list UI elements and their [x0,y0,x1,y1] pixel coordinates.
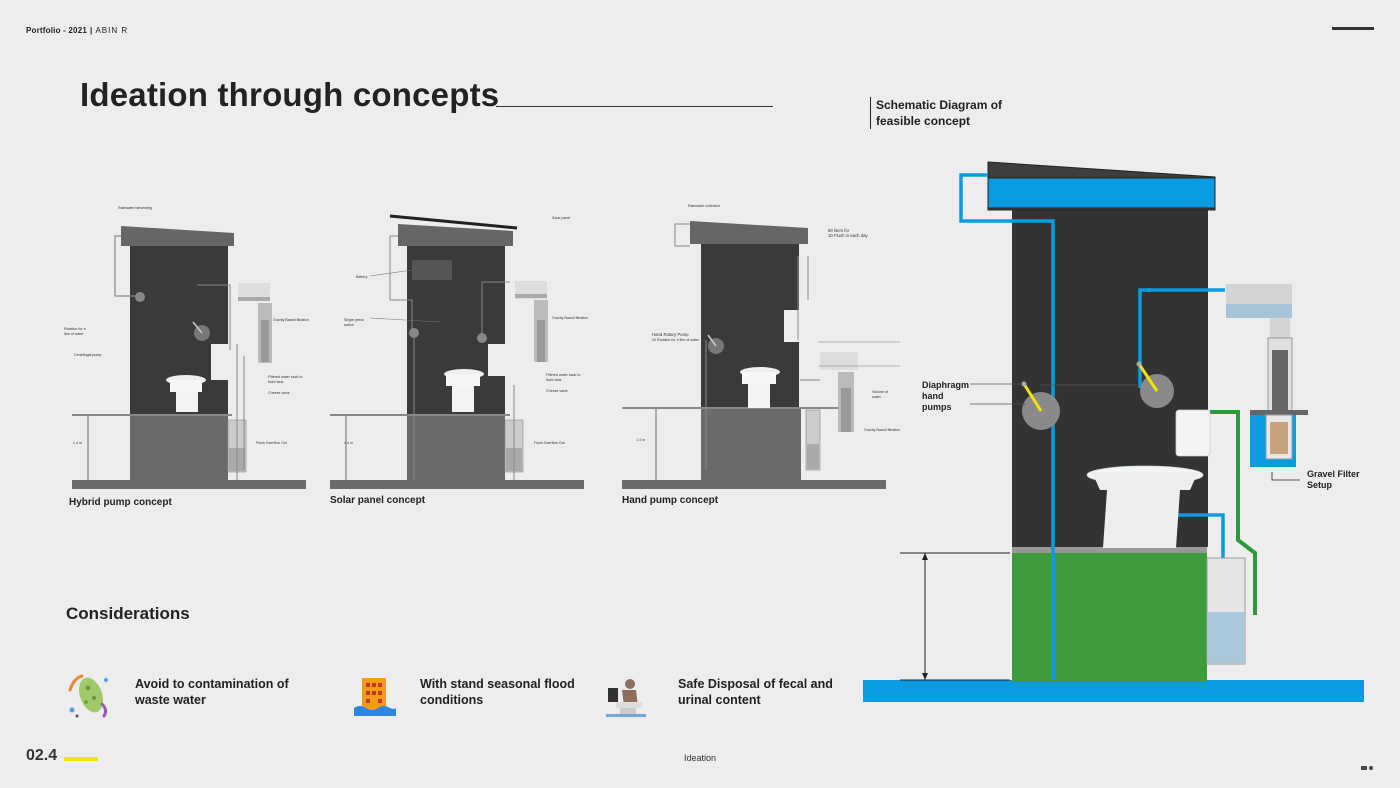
consideration-disposal: Safe Disposal of fecal and urinal conten… [678,677,833,707]
svg-text:Rotation for a: Rotation for a [64,327,86,331]
schematic-title-line2: feasible concept [876,114,971,128]
svg-text:water: water [872,395,882,399]
page-number: 02.4 [26,747,58,764]
svg-text:Flush Overflow Out: Flush Overflow Out [534,441,565,445]
ground-water-bar [863,680,1364,702]
flood-building-icon [354,678,396,716]
svg-text:60 liters for: 60 liters for [828,228,850,233]
hand-pump-concept-sketch: Rainwater collection 60 liters for 10 Fl… [622,204,900,489]
svg-text:Battery: Battery [356,275,368,279]
svg-text:Centrifugal pump: Centrifugal pump [74,353,101,357]
diaphragm-label-3: pumps [922,402,952,412]
menu-bar-icon[interactable] [1332,27,1374,30]
portfolio-header: Portfolio - 2021|ABIN R [26,26,128,35]
title-divider [496,106,773,107]
author-name: ABIN R [95,26,129,35]
svg-text:Cheese valve: Cheese valve [268,391,290,395]
svg-text:Gravity Based filtration: Gravity Based filtration [864,428,900,432]
svg-text:Cheese valve: Cheese valve [546,389,568,393]
gravel-filter-label-2: Setup [1307,480,1333,490]
page-indicator-bar [64,757,98,761]
concept-label-hybrid: Hybrid pump concept [69,497,172,508]
svg-text:switch: switch [344,323,354,327]
bacteria-icon [68,674,108,718]
svg-text:Filtered water back to: Filtered water back to [546,373,580,377]
base-plinth [1012,553,1207,682]
pagination-dots[interactable] [1361,757,1375,775]
solar-concept-sketch: Solar panel Battery Single press switch … [330,214,588,489]
portfolio-label: Portfolio - 2021 [26,26,87,35]
gravel-filter-label-1: Gravel Filter [1307,469,1360,479]
diaphragm-label-2: hand [922,391,944,401]
svg-text:Gravity Based filtration: Gravity Based filtration [273,318,309,322]
roof-water-tank [987,177,1216,209]
svg-text:Filtered water back to: Filtered water back to [268,375,302,379]
considerations-title: Considerations [66,604,190,623]
svg-text:1.4 m: 1.4 m [636,438,645,442]
concept-label-solar: Solar panel concept [330,495,426,506]
svg-text:20 Rotation for 4 litre of wat: 20 Rotation for 4 litre of water [652,338,700,342]
svg-text:1.4 m: 1.4 m [344,441,353,445]
svg-text:10 Flush in each day: 10 Flush in each day [828,233,869,238]
svg-text:Volume of: Volume of [872,390,888,394]
svg-text:Gravity Based filtration: Gravity Based filtration [552,316,588,320]
svg-text:Flush Overflow Out: Flush Overflow Out [256,441,287,445]
hybrid-rainwater-label: Rainwater harvesting [118,206,152,210]
consideration-flood: With stand seasonal flood conditions [420,677,575,707]
svg-text:flush tank: flush tank [546,378,562,382]
header-separator: | [90,26,93,35]
page-title: Ideation through concepts [80,76,500,113]
svg-text:Rainwater collection: Rainwater collection [688,204,720,208]
section-label: Ideation [684,753,717,763]
toilet-user-icon [606,679,646,717]
svg-text:1.4 m: 1.4 m [73,441,82,445]
consideration-contamination: Avoid to contamination of waste water [135,677,289,707]
diaphragm-label-1: Diaphragm [922,380,969,390]
svg-text:Hand Rotary Pump: Hand Rotary Pump [652,332,689,337]
schematic-title-line1: Schematic Diagram of [876,98,1003,112]
svg-text:flush tank: flush tank [268,380,284,384]
hybrid-concept-sketch: Rainwater harvesting Rotation for a litr… [64,206,309,489]
svg-text:litre of water: litre of water [64,332,84,336]
concept-label-hand-pump: Hand pump concept [622,495,719,506]
svg-text:Solar panel: Solar panel [552,216,570,220]
schematic-title: Schematic Diagram of feasible concept [870,97,1020,129]
svg-text:Single press: Single press [344,318,364,322]
schematic-diagram: Diaphragm hand pumps Gravel Filter Setup [863,161,1364,702]
